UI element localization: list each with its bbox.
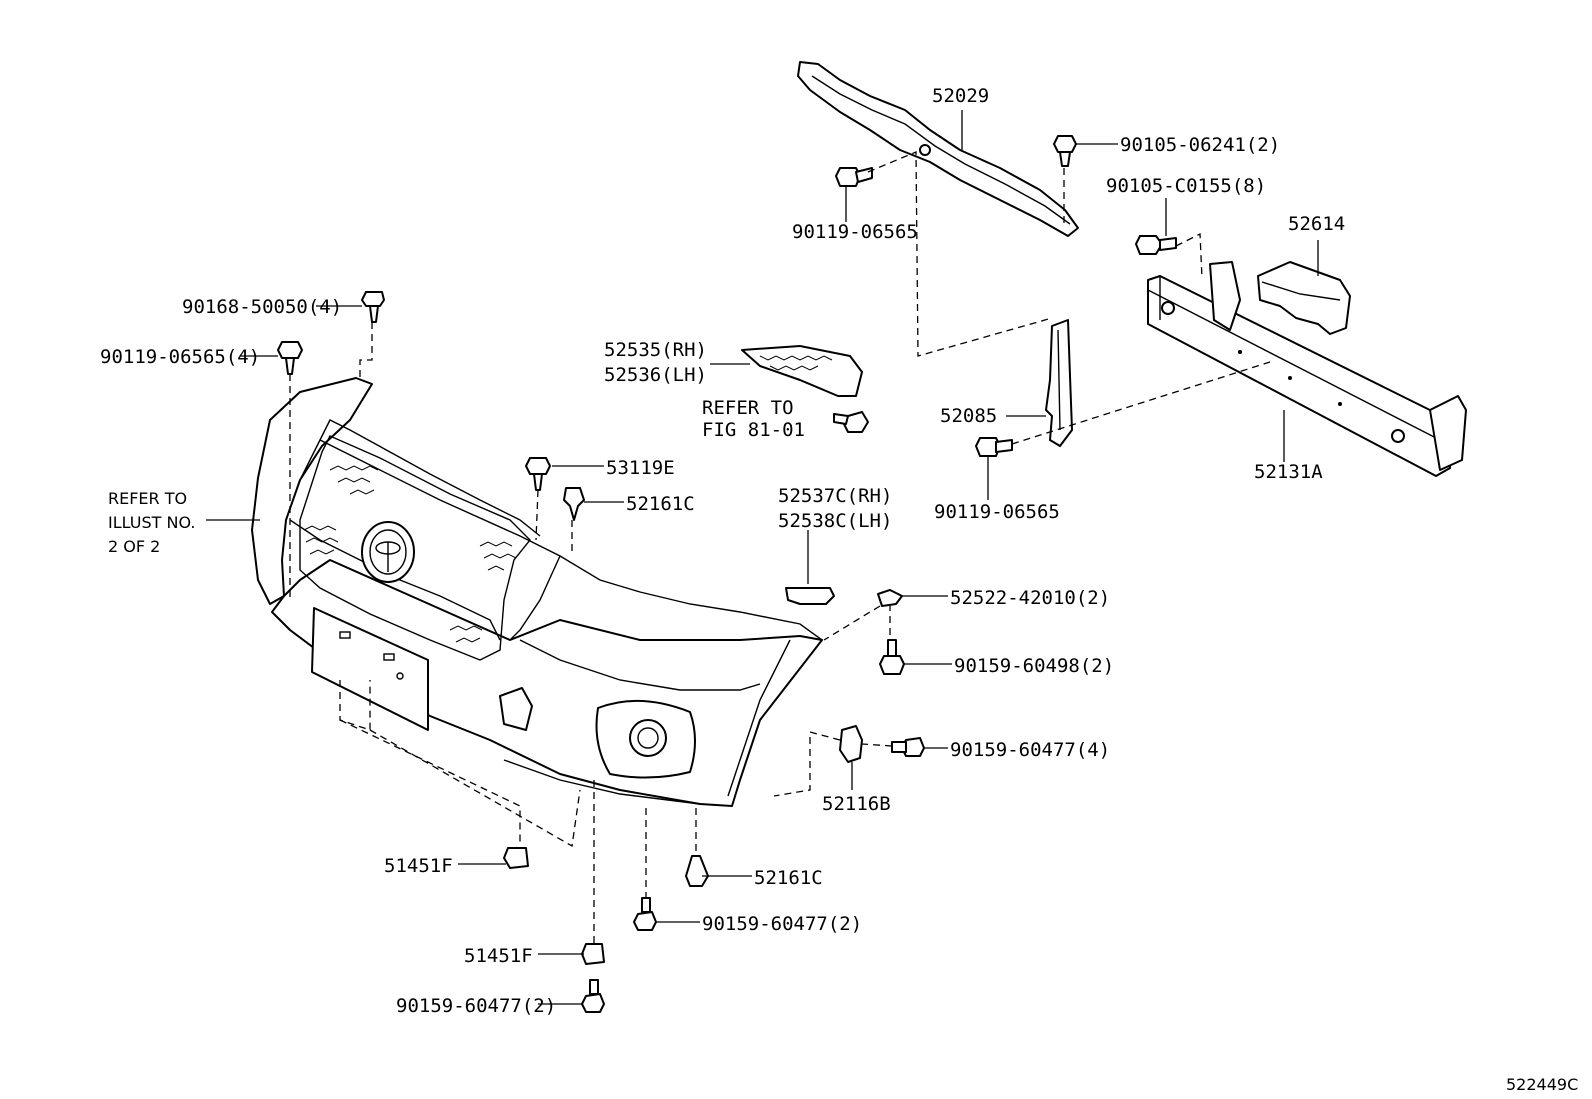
clip-51451F-a <box>503 847 529 869</box>
label-52522-42010: 52522-42010(2) <box>950 587 1110 609</box>
screw-90168-50050 <box>361 291 385 323</box>
bolt-90119-06565-mid <box>975 437 1013 457</box>
screw-90159-60498 <box>879 639 905 675</box>
label-90159-60477-4: 90159-60477(4) <box>950 739 1110 761</box>
grille <box>299 435 531 661</box>
bumper-cover <box>251 377 823 807</box>
label-52536: 52536(LH) <box>604 364 707 386</box>
label-90119-06565-mid: 90119-06565 <box>934 501 1060 523</box>
label-90105-C0155: 90105-C0155(8) <box>1106 175 1266 197</box>
label-52161C-top: 52161C <box>626 493 695 515</box>
label-53119E: 53119E <box>606 457 675 479</box>
clip-52161C-top <box>563 487 585 521</box>
fog-lamp-hole <box>595 699 696 779</box>
label-90119-06565-4: 90119-06565(4) <box>100 346 260 368</box>
bolt-90105-06241 <box>1053 135 1077 167</box>
toyota-emblem <box>361 521 415 583</box>
clip-51451F-b <box>581 943 605 965</box>
label-90159-60477-2b: 90159-60477(2) <box>396 995 556 1017</box>
label-refer-illust-3: 2 OF 2 <box>108 537 160 556</box>
label-52116B: 52116B <box>822 793 891 815</box>
label-52131A: 52131A <box>1254 461 1323 483</box>
tow-cover <box>499 687 533 731</box>
bolt-90105-C0155 <box>1135 235 1177 255</box>
label-52535: 52535(RH) <box>604 339 707 361</box>
diagram-id: 522449C <box>1506 1075 1578 1094</box>
label-51451F-b: 51451F <box>464 945 533 967</box>
absorber-52614 <box>1257 261 1351 335</box>
screw-90159-60477-2a <box>633 897 657 931</box>
screw-90159-60477-4 <box>891 737 925 757</box>
reinforcement-52131A <box>1147 261 1467 477</box>
bracket-52085 <box>1045 319 1073 447</box>
label-52085: 52085 <box>940 405 997 427</box>
upper-retainer-52029 <box>797 61 1079 237</box>
clip-52161C-bot <box>685 855 709 887</box>
label-90168-50050: 90168-50050(4) <box>182 296 342 318</box>
label-52029: 52029 <box>932 85 989 107</box>
label-90105-06241: 90105-06241(2) <box>1120 134 1280 156</box>
label-52538C: 52538C(LH) <box>778 510 892 532</box>
bolt-90119-06565-top <box>835 167 873 187</box>
spacer-52537C <box>785 587 835 605</box>
label-90119-06565-top: 90119-06565 <box>792 221 918 243</box>
side-retainer-52535 <box>741 345 863 397</box>
retainer-52116B <box>839 725 863 763</box>
clip-52522-42010 <box>877 589 903 607</box>
screw-90159-60477-2b <box>581 979 605 1013</box>
label-refer-illust-2: ILLUST NO. <box>108 513 195 532</box>
label-51451F-a: 51451F <box>384 855 453 877</box>
label-90159-60498: 90159-60498(2) <box>954 655 1114 677</box>
label-refer-fig-2: FIG 81-01 <box>702 419 805 441</box>
clip-53119E <box>525 457 551 491</box>
license-plate-bracket <box>311 607 429 731</box>
label-52161C-bot: 52161C <box>754 867 823 889</box>
label-52537C: 52537C(RH) <box>778 485 892 507</box>
label-refer-fig-1: REFER TO <box>702 397 794 419</box>
label-refer-illust-1: REFER TO <box>108 489 187 508</box>
label-90159-60477-2a: 90159-60477(2) <box>702 913 862 935</box>
nut-fig-81-01 <box>833 411 869 433</box>
label-52614: 52614 <box>1288 213 1345 235</box>
bolt-90119-06565-4 <box>277 341 303 375</box>
